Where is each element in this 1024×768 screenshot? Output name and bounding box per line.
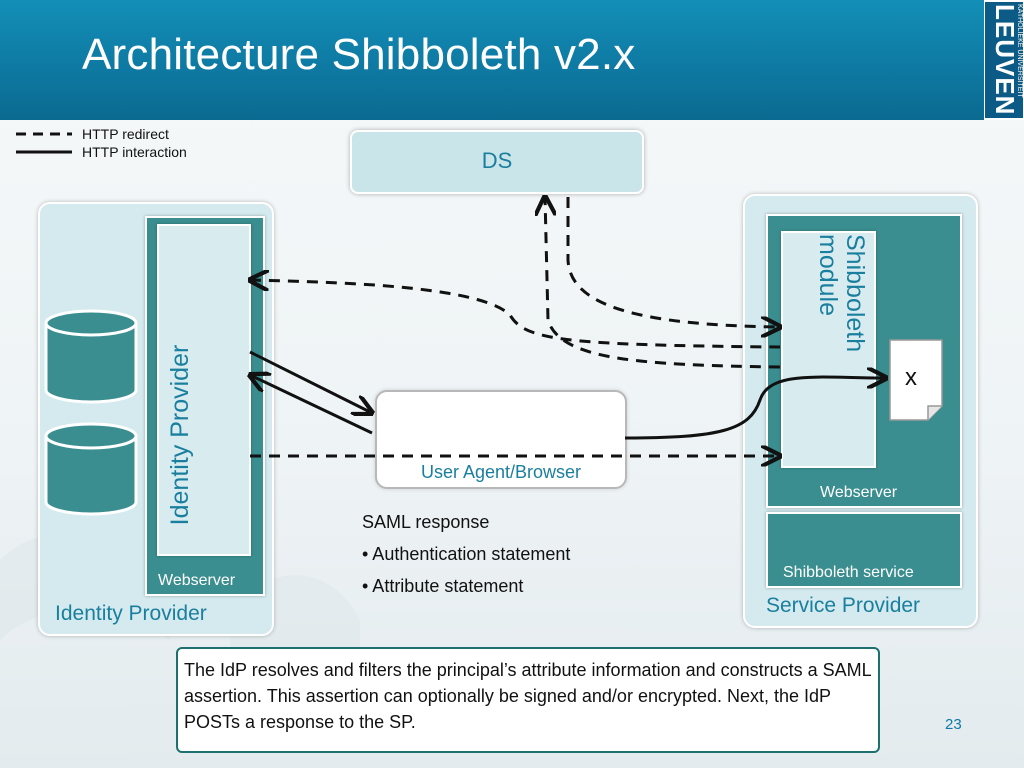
idp-webserver-label: Webserver: [158, 572, 236, 589]
interaction-ua-idp-arrow: [250, 375, 373, 435]
redirect-idp-sp-arrow: [250, 280, 781, 349]
identity-provider-panel-label: Identity Provider: [55, 602, 207, 625]
saml-item: • Attribute statement: [362, 576, 524, 596]
saml-item: • Authentication statement: [362, 544, 571, 564]
header-bar: Architecture Shibboleth v2.x: [0, 0, 1024, 120]
interaction-idp-ua-arrow: [249, 350, 372, 413]
interaction-ua-sp-arrow: [624, 377, 886, 440]
idp-application-box: [157, 224, 251, 556]
legend-redirect-label: HTTP redirect: [82, 126, 169, 142]
document-icon: [889, 339, 943, 421]
discovery-service-box: DS: [350, 130, 644, 194]
shibboleth-module-box: [781, 231, 876, 468]
database-icon: [44, 309, 138, 404]
redirect-sp-ds-arrow: [545, 197, 781, 369]
shibboleth-service-label: Shibboleth service: [783, 564, 914, 581]
discovery-service-label: DS: [481, 148, 513, 173]
database-icon: [44, 422, 138, 516]
explanation-note-text: The IdP resolves and filters the princip…: [184, 660, 872, 732]
saml-response-text: SAML response • Authentication statement…: [362, 506, 570, 602]
sp-webserver-label: Webserver: [820, 484, 898, 501]
saml-heading: SAML response: [362, 512, 490, 532]
slide-title: Architecture Shibboleth v2.x: [82, 30, 636, 79]
user-agent-browser-label: User Agent/Browser: [420, 462, 582, 482]
logo-background: [985, 2, 1023, 118]
explanation-note: The IdP resolves and filters the princip…: [176, 647, 880, 753]
university-logo: [984, 0, 1024, 120]
document-label: x: [905, 364, 917, 391]
service-provider-panel-label: Service Provider: [766, 594, 921, 617]
shibboleth-service-box: [766, 512, 962, 588]
user-agent-browser-box: User Agent/Browser: [375, 390, 627, 489]
legend-interaction-label: HTTP interaction: [82, 144, 187, 160]
page-number: 23: [945, 716, 962, 733]
redirect-ds-sp-arrow: [566, 197, 780, 327]
